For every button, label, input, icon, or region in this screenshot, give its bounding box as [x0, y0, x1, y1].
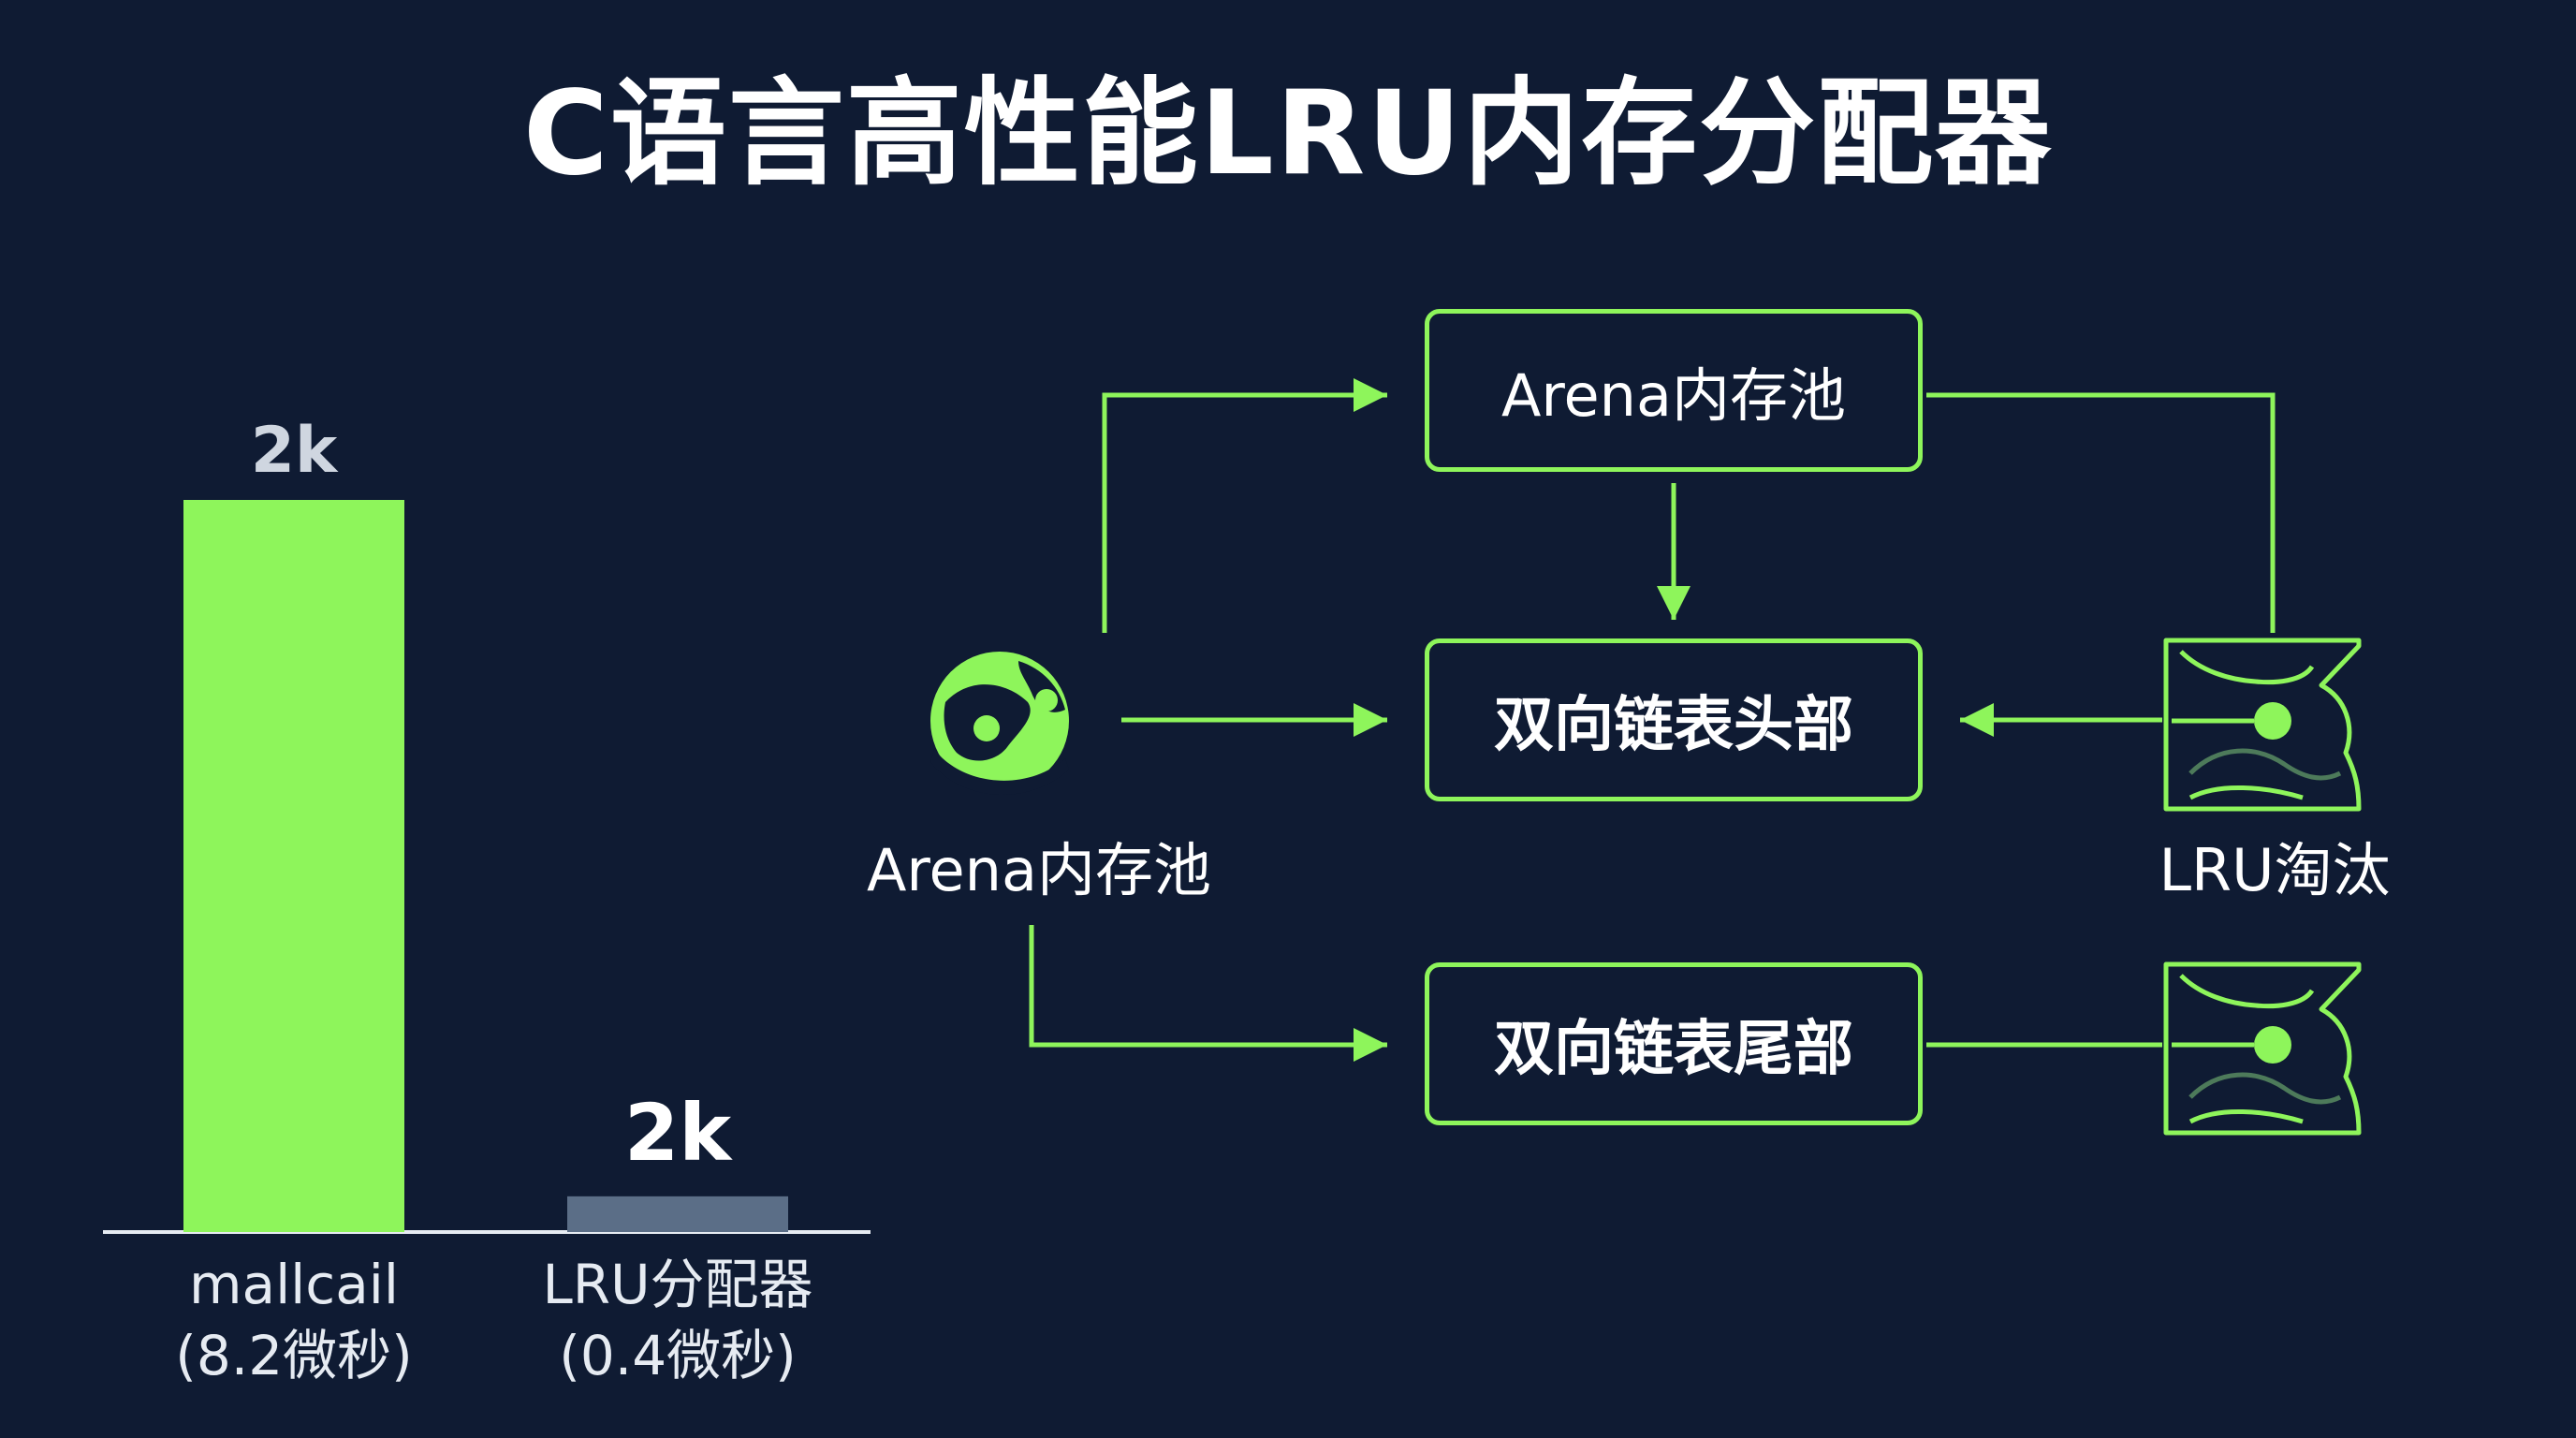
lru-eviction-icon: [2163, 638, 2362, 812]
lru-node-label: LRU淘汰: [2159, 836, 2391, 904]
category-timing: (0.4微秒): [559, 1324, 797, 1387]
page-title: C语言高性能LRU内存分配器: [522, 66, 2054, 201]
category-timing: (8.2微秒): [175, 1324, 413, 1387]
category-name: LRU分配器: [542, 1253, 813, 1316]
bar-chart: [103, 500, 871, 1234]
bar-value-label-lru: 2k: [623, 1086, 732, 1179]
arena-node-label: Arena内存池: [867, 836, 1211, 904]
list-head-box: 双向链表头部: [1425, 638, 1923, 801]
list-tail-box: 双向链表尾部: [1425, 962, 1923, 1125]
connectors: [1029, 378, 2276, 1062]
category-name: mallcail: [189, 1253, 399, 1316]
bar-malloc: [183, 500, 404, 1232]
lru-tail-icon: [2163, 961, 2362, 1136]
bar-value-label-malloc: 2k: [250, 414, 338, 488]
connector-arena-to-tail: [1029, 925, 1387, 1062]
connector-arena-to-pool: [1102, 378, 1387, 633]
category-label-lru: LRU分配器 (0.4微秒): [453, 1249, 902, 1391]
globe-icon: [930, 652, 1069, 795]
category-label-malloc: mallcail (8.2微秒): [69, 1249, 519, 1391]
connector-pool-to-lru: [1926, 392, 2276, 633]
arena-pool-box: Arena内存池: [1425, 309, 1923, 472]
bar-lru: [567, 1196, 788, 1232]
